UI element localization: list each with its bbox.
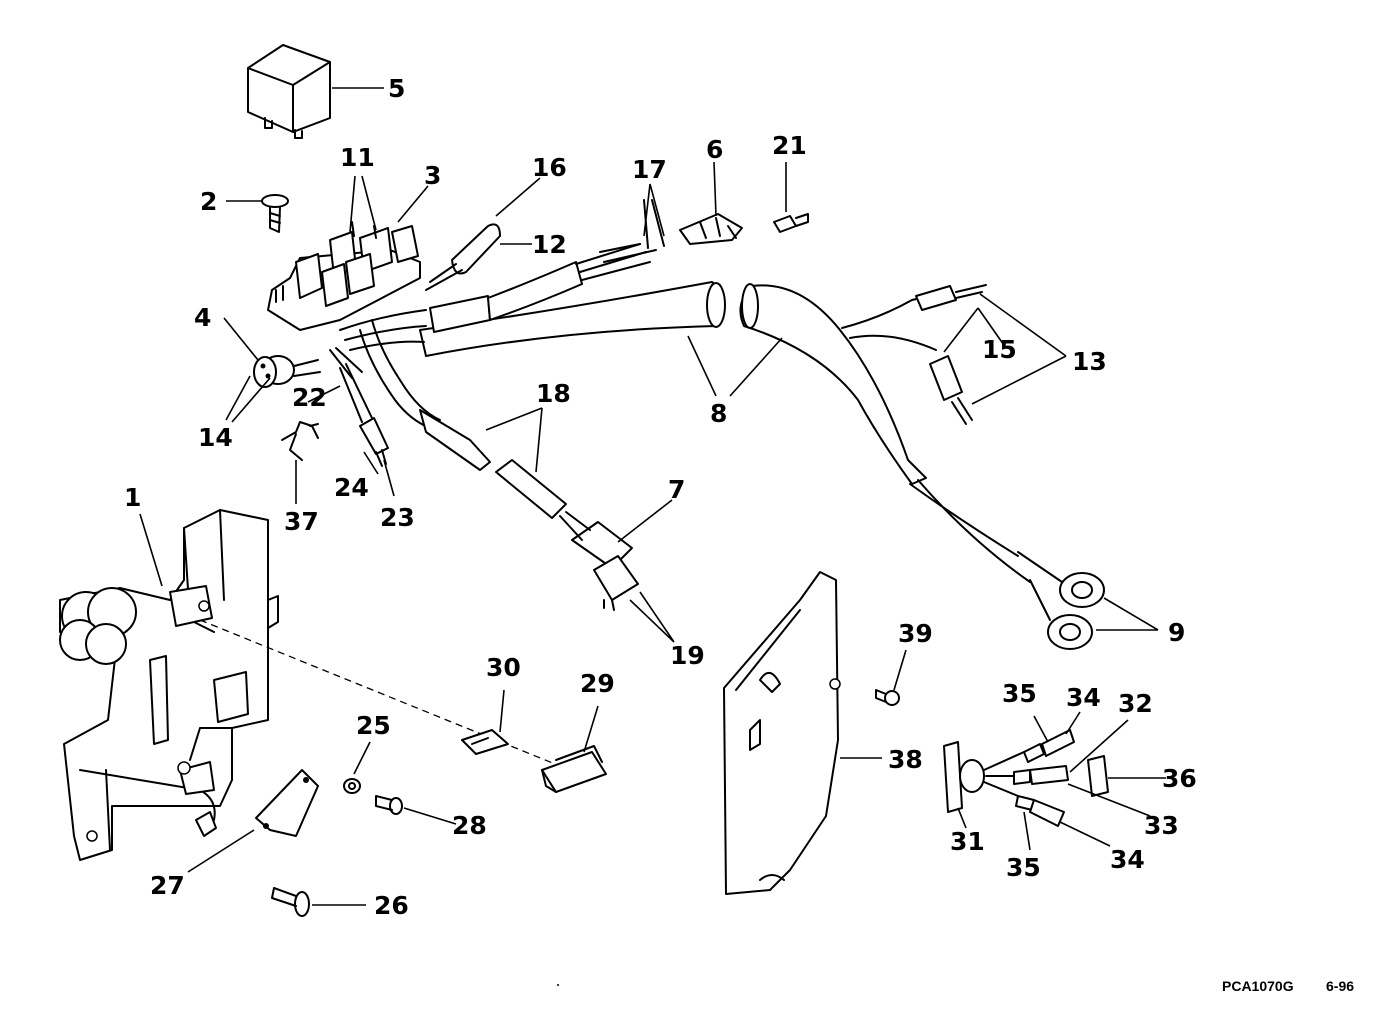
callout-24: 24 — [334, 473, 369, 502]
callout-labels: 5 2 3 11 4 14 16 12 17 6 21 15 13 8 18 7… — [124, 74, 1197, 920]
figure-code: PCA1070G — [1222, 978, 1294, 994]
screw-part-2 — [261, 194, 289, 233]
fuse-holder-part-29 — [541, 745, 607, 793]
screw-part-21 — [773, 213, 809, 233]
bracket-part-27 — [255, 769, 319, 837]
callout-32: 32 — [1118, 689, 1153, 718]
callout-31: 31 — [950, 827, 985, 856]
callout-28: 28 — [452, 811, 487, 840]
callout-1: 1 — [124, 483, 141, 512]
speck — [557, 984, 559, 986]
relay-part-5 — [247, 44, 331, 139]
callout-30: 30 — [486, 653, 521, 682]
figure-date: 6-96 — [1326, 978, 1355, 994]
connectors-part-32-35 — [1013, 729, 1075, 827]
callout-27: 27 — [150, 871, 185, 900]
bracket-part-1 — [59, 509, 279, 861]
connector-part-6 — [679, 213, 743, 245]
clip-part-37 — [281, 421, 319, 461]
wire-part-22 — [329, 347, 363, 379]
screw-part-26 — [271, 887, 310, 917]
callout-21: 21 — [772, 131, 807, 160]
callout-8: 8 — [710, 399, 727, 428]
callout-23: 23 — [380, 503, 415, 532]
cover-part-38 — [723, 571, 841, 895]
connector-part-23-24 — [339, 363, 389, 467]
callout-35-top: 35 — [1002, 679, 1037, 708]
nut-part-25 — [343, 778, 361, 794]
callout-39: 39 — [898, 619, 933, 648]
screw-part-39 — [875, 689, 900, 706]
ring-terminals-part-9 — [1017, 551, 1105, 650]
callout-35-bottom: 35 — [1006, 853, 1041, 882]
callout-37: 37 — [284, 507, 319, 536]
plug-part-31 — [943, 741, 1025, 813]
callout-11: 11 — [340, 143, 375, 172]
callout-26: 26 — [374, 891, 409, 920]
callout-38: 38 — [888, 745, 923, 774]
fuse-part-30 — [461, 729, 509, 755]
connector-part-7 — [559, 511, 639, 611]
callout-16: 16 — [532, 153, 567, 182]
callout-9: 9 — [1168, 618, 1185, 647]
callout-18: 18 — [536, 379, 571, 408]
callout-12: 12 — [532, 230, 567, 259]
leader-lines — [139, 87, 1166, 906]
connectors-part-13-15 — [915, 284, 987, 425]
callout-19: 19 — [670, 641, 705, 670]
callout-29: 29 — [580, 669, 615, 698]
callout-34-top: 34 — [1066, 683, 1101, 712]
alignment-dashed-line — [199, 619, 561, 767]
callout-4: 4 — [194, 303, 211, 332]
callout-36: 36 — [1162, 764, 1197, 793]
callout-7: 7 — [668, 475, 685, 504]
sleeve-part-18 — [419, 409, 567, 519]
screw-part-28 — [375, 795, 403, 815]
callout-2: 2 — [200, 187, 217, 216]
boot-part-16 — [425, 223, 501, 291]
callout-13: 13 — [1072, 347, 1107, 376]
callout-5: 5 — [388, 74, 405, 103]
callout-33: 33 — [1144, 811, 1179, 840]
pins-part-17 — [599, 199, 665, 263]
callout-17: 17 — [632, 155, 667, 184]
callout-15: 15 — [982, 335, 1017, 364]
callout-3: 3 — [424, 161, 441, 190]
callout-34-bottom: 34 — [1110, 845, 1145, 874]
terminal-block-part-3 — [267, 221, 421, 331]
fuse-part-36 — [1087, 755, 1109, 797]
callout-22: 22 — [292, 383, 327, 412]
harness-part-8 — [339, 243, 1031, 583]
callout-25: 25 — [356, 711, 391, 740]
plug-part-4 — [253, 355, 321, 388]
callout-14: 14 — [198, 423, 233, 452]
callout-6: 6 — [706, 135, 723, 164]
